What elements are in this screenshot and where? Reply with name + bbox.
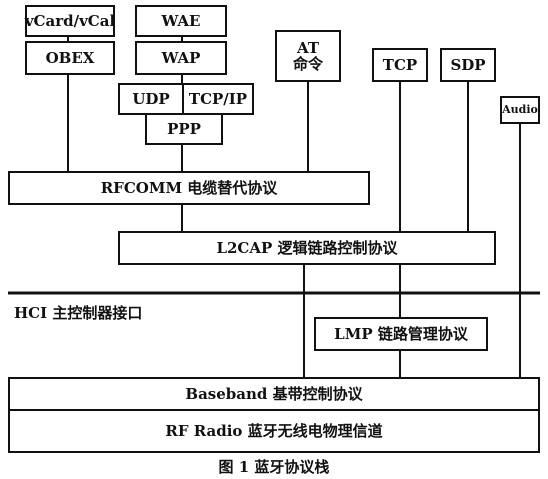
- vcard-vcal-box: vCard/vCal: [25, 5, 115, 37]
- tcpip-label: TCP/IP: [188, 89, 248, 108]
- sdp-box: SDP: [440, 48, 496, 82]
- wap-box: WAP: [135, 41, 227, 75]
- audio-box: Audio: [500, 96, 540, 124]
- sdp-label: SDP: [450, 55, 486, 74]
- wae-box: WAE: [135, 5, 227, 37]
- ppp-box: PPP: [145, 113, 223, 145]
- tcp-top-box: TCP: [372, 48, 428, 82]
- rf-radio-box: RF Radio 蓝牙无线电物理信道: [8, 409, 540, 453]
- wae-label: WAE: [161, 11, 201, 30]
- l2cap-box: L2CAP 逻辑链路控制协议: [118, 231, 496, 265]
- at-command-box: AT 命令: [275, 30, 341, 82]
- at-label-line1: AT: [297, 38, 319, 57]
- audio-label: Audio: [502, 102, 538, 116]
- baseband-label: Baseband 基带控制协议: [185, 384, 363, 403]
- ppp-label: PPP: [167, 119, 201, 138]
- vcard-vcal-label: vCard/vCal: [24, 11, 116, 30]
- rf-radio-label: RF Radio 蓝牙无线电物理信道: [165, 421, 383, 440]
- at-label-line2: 命令: [292, 55, 323, 73]
- figure-caption: 图 1 蓝牙协议栈: [218, 458, 330, 476]
- hci-label: HCI 主控制器接口: [14, 304, 143, 322]
- udp-label: UDP: [132, 89, 170, 108]
- tcpip-box: TCP/IP: [182, 83, 254, 115]
- lmp-box: LMP 链路管理协议: [314, 317, 488, 351]
- rfcomm-box: RFCOMM 电缆替代协议: [8, 171, 370, 205]
- obex-label: OBEX: [45, 48, 95, 67]
- l2cap-label: L2CAP 逻辑链路控制协议: [216, 238, 398, 257]
- rfcomm-label: RFCOMM 电缆替代协议: [100, 178, 278, 197]
- lmp-label: LMP 链路管理协议: [334, 324, 468, 343]
- wap-label: WAP: [161, 48, 201, 67]
- tcp-top-label: TCP: [382, 55, 418, 74]
- udp-box: UDP: [118, 83, 184, 115]
- baseband-box: Baseband 基带控制协议: [8, 377, 540, 411]
- obex-box: OBEX: [25, 41, 115, 75]
